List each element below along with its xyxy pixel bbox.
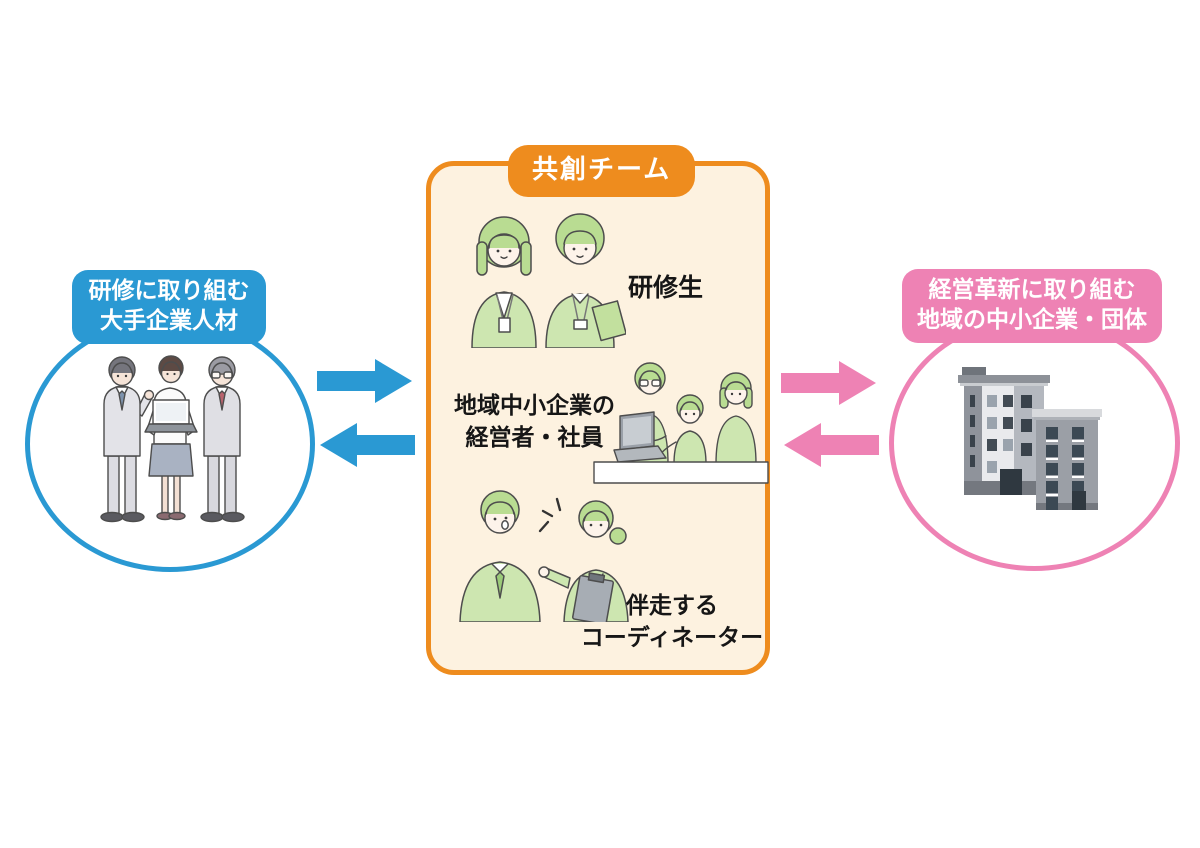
co-creation-team-badge: 共創チーム: [508, 145, 696, 197]
blue-arrow-right-icon: [317, 359, 412, 403]
left-node-label: 研修に取り組む 大手企業人材: [72, 270, 266, 344]
pink-arrow-right-icon: [781, 361, 876, 405]
coordinator-label: 伴走する コーディネーター: [580, 593, 764, 652]
coordinator-pair-icon: [459, 490, 629, 622]
right-node-label: 経営革新に取り組む 地域の中小企業・団体: [902, 269, 1162, 343]
sme-managers-label: 地域中小企業の 経営者・社員: [454, 393, 615, 452]
office-buildings-icon: [958, 367, 1102, 510]
pink-arrow-left-icon: [784, 423, 879, 467]
sme-team-laptop-icon: [593, 362, 769, 484]
blue-arrow-left-icon: [320, 423, 415, 467]
three-business-people-icon: [100, 355, 245, 523]
trainees-label: 研修生: [628, 273, 704, 302]
two-trainees-icon: [471, 213, 626, 348]
